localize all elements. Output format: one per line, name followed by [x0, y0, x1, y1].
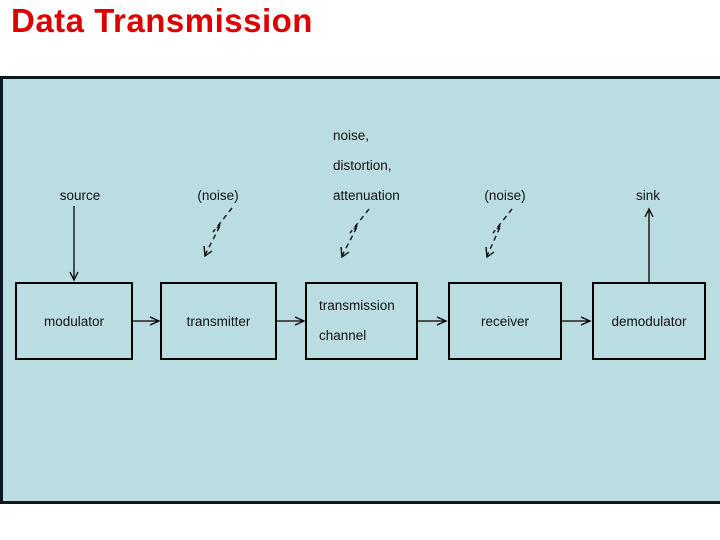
- diagram-panel: source (noise) noise, distortion, attenu…: [0, 76, 720, 504]
- label-noise-over-receiver: (noise): [484, 188, 526, 203]
- block-transmitter: transmitter: [160, 282, 277, 360]
- sink-up-arrow-icon: [644, 207, 654, 282]
- noise-zigzag-arrow-transmitter-icon: [203, 207, 233, 258]
- source-down-arrow-icon: [69, 206, 79, 282]
- block-demodulator-label: demodulator: [611, 313, 687, 329]
- block-transmission-channel: transmission channel: [305, 282, 418, 360]
- flow-arrow-receiver-demodulator-icon: [562, 316, 592, 326]
- flow-arrow-modulator-transmitter-icon: [133, 316, 161, 326]
- flow-arrow-channel-receiver-icon: [418, 316, 448, 326]
- label-channel-impairments: noise, distortion, attenuation: [333, 121, 400, 211]
- label-sink: sink: [635, 188, 660, 203]
- label-impairment-attenuation: attenuation: [333, 188, 400, 203]
- block-receiver-label: receiver: [480, 313, 529, 329]
- block-modulator-label: modulator: [43, 313, 105, 329]
- label-source: source: [59, 188, 101, 203]
- noise-zigzag-arrow-receiver-icon: [485, 208, 513, 259]
- label-impairment-noise: noise,: [333, 128, 370, 143]
- label-noise-over-transmitter: (noise): [197, 188, 239, 203]
- block-transmitter-label: transmitter: [186, 313, 251, 329]
- block-transmission-channel-label-line2: channel: [319, 328, 367, 343]
- diagram-connectors: [69, 206, 654, 326]
- block-modulator: modulator: [15, 282, 133, 360]
- noise-zigzag-arrow-channel-icon: [340, 208, 370, 259]
- block-demodulator: demodulator: [592, 282, 706, 360]
- slide-title: Data Transmission: [11, 2, 313, 39]
- block-transmission-channel-label-line1: transmission: [319, 298, 395, 313]
- block-receiver: receiver: [448, 282, 562, 360]
- label-impairment-distortion: distortion,: [333, 158, 392, 173]
- flow-arrow-transmitter-channel-icon: [277, 316, 306, 326]
